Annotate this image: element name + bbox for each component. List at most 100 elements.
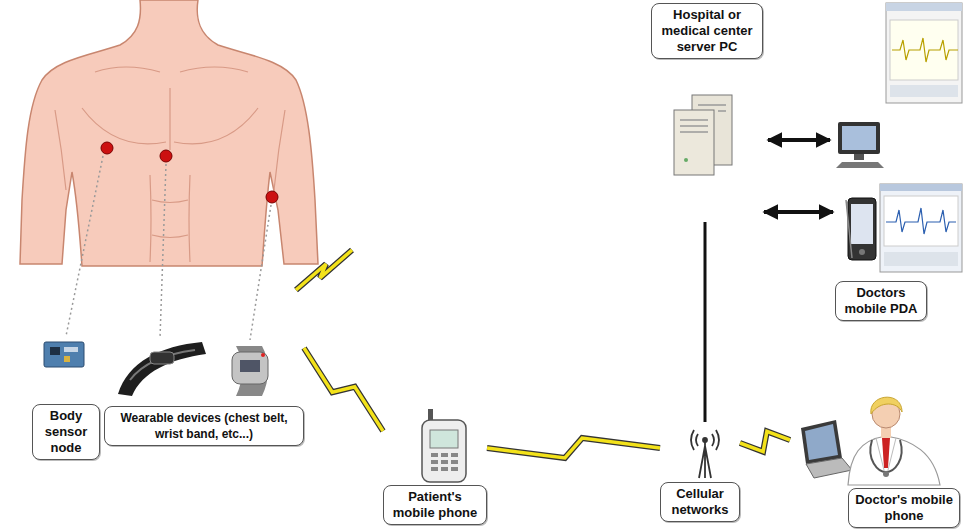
connector-stroke [740, 431, 790, 451]
data-arrow [764, 212, 833, 213]
doctor-laptop [805, 424, 838, 460]
wireless-signal [296, 250, 352, 290]
cable-link [705, 222, 706, 422]
sensor-node: Body sensor node [30, 338, 102, 460]
mobile-phone [451, 460, 458, 464]
doctor-laptop [801, 420, 852, 478]
connector-stroke [704, 222, 707, 422]
label-box: Hospital or medical center server PC [651, 3, 763, 59]
label-box: Body sensor node [32, 404, 100, 460]
monitor-screenshot [886, 3, 962, 103]
wrist-device [232, 346, 268, 396]
wireless-link [740, 431, 790, 451]
connector-stroke [764, 210, 833, 214]
mobile-phone [431, 460, 438, 464]
leader-lines [66, 156, 103, 336]
server-node: Hospital or medical center server PC [650, 3, 764, 222]
label-box: Doctors mobile PDA [835, 281, 927, 321]
mobile-phone [451, 467, 458, 471]
pda-screenshot [884, 196, 958, 246]
antenna-tower [699, 442, 711, 478]
server-pc [674, 95, 732, 175]
label-text: Doctors mobile PDA [845, 285, 918, 316]
wrist-device [240, 360, 260, 372]
mobile-phone [430, 430, 458, 448]
leader-lines [66, 156, 271, 340]
label-box: Cellular networks [660, 482, 740, 522]
pda-screenshot [880, 184, 962, 191]
label-box: Patient's mobile phone [383, 485, 487, 525]
mobile-phone [441, 453, 448, 457]
desktop-computer [854, 154, 864, 160]
pda-screenshot [884, 252, 958, 266]
antenna-tower [703, 438, 707, 442]
human-torso [55, 67, 285, 262]
wireless-signal [296, 250, 352, 290]
mobile-phone [451, 453, 458, 457]
leader-lines [160, 164, 166, 338]
monitor-screenshot [886, 3, 962, 11]
chest-belt [118, 342, 206, 396]
sensor-board [44, 342, 84, 367]
leader-lines [250, 205, 271, 340]
label-text: Doctor's mobile phone [855, 492, 953, 523]
pda-node: Doctors mobile PDA [833, 180, 963, 321]
mobile-phone [441, 460, 448, 464]
sensor-dots [101, 142, 113, 154]
label-text: Hospital or medical center server PC [661, 7, 752, 54]
wireless-link [304, 348, 383, 431]
pda-screenshot [886, 208, 956, 234]
mobile-phone [431, 467, 438, 471]
chest-belt [118, 342, 206, 396]
sensor-board [64, 347, 78, 352]
connector-stroke [487, 438, 660, 458]
wrist-device [261, 353, 265, 357]
doctor-figure [876, 438, 896, 470]
sensor-board [44, 342, 84, 367]
server-pc [684, 158, 688, 162]
pda-device [859, 249, 865, 255]
doctor-figure [870, 440, 901, 472]
wireless-link [487, 438, 660, 458]
pda-device [846, 198, 876, 260]
computer-link-arrow [768, 140, 830, 141]
monitor-screenshot [890, 20, 958, 80]
label-text: Body sensor node [45, 408, 88, 455]
monitor-screenshot [886, 3, 962, 103]
mobile-phone [422, 409, 466, 482]
label-box: Doctor's mobile phone [848, 488, 960, 528]
antenna-tower [691, 430, 719, 478]
human-torso [20, 0, 318, 266]
monitor-screenshot [890, 85, 958, 97]
connector-stroke [487, 438, 660, 458]
mobile-phone [431, 453, 438, 457]
desktop-computer [836, 162, 884, 168]
sensor-dots [160, 150, 172, 162]
chest-belt [130, 350, 195, 380]
sensor-board [64, 356, 70, 362]
doctor-figure [871, 397, 902, 414]
pda-device [848, 198, 876, 260]
desktop-computer [836, 122, 884, 168]
label-text: Patient's mobile phone [393, 489, 478, 520]
connector-stroke [304, 348, 383, 431]
computer-link-arrow [768, 138, 830, 142]
sensor-dots [101, 142, 278, 203]
desktop-computer [842, 126, 876, 150]
label-box: Wearable devices (chest belt, wrist band… [104, 406, 304, 446]
connector-stroke [304, 348, 383, 431]
wireless-signal [296, 250, 352, 290]
label-text: Cellular networks [671, 486, 728, 517]
sensor-board [50, 347, 60, 355]
pda-screenshot [880, 184, 962, 272]
server-pc [680, 105, 726, 132]
pda-device [851, 204, 873, 244]
doctor-figure [848, 436, 940, 485]
doctor-figure [882, 438, 890, 468]
desktop-computer [838, 122, 880, 154]
wrist-device [232, 352, 268, 384]
mobile-phone [422, 420, 466, 482]
doctor-laptop [806, 458, 852, 478]
